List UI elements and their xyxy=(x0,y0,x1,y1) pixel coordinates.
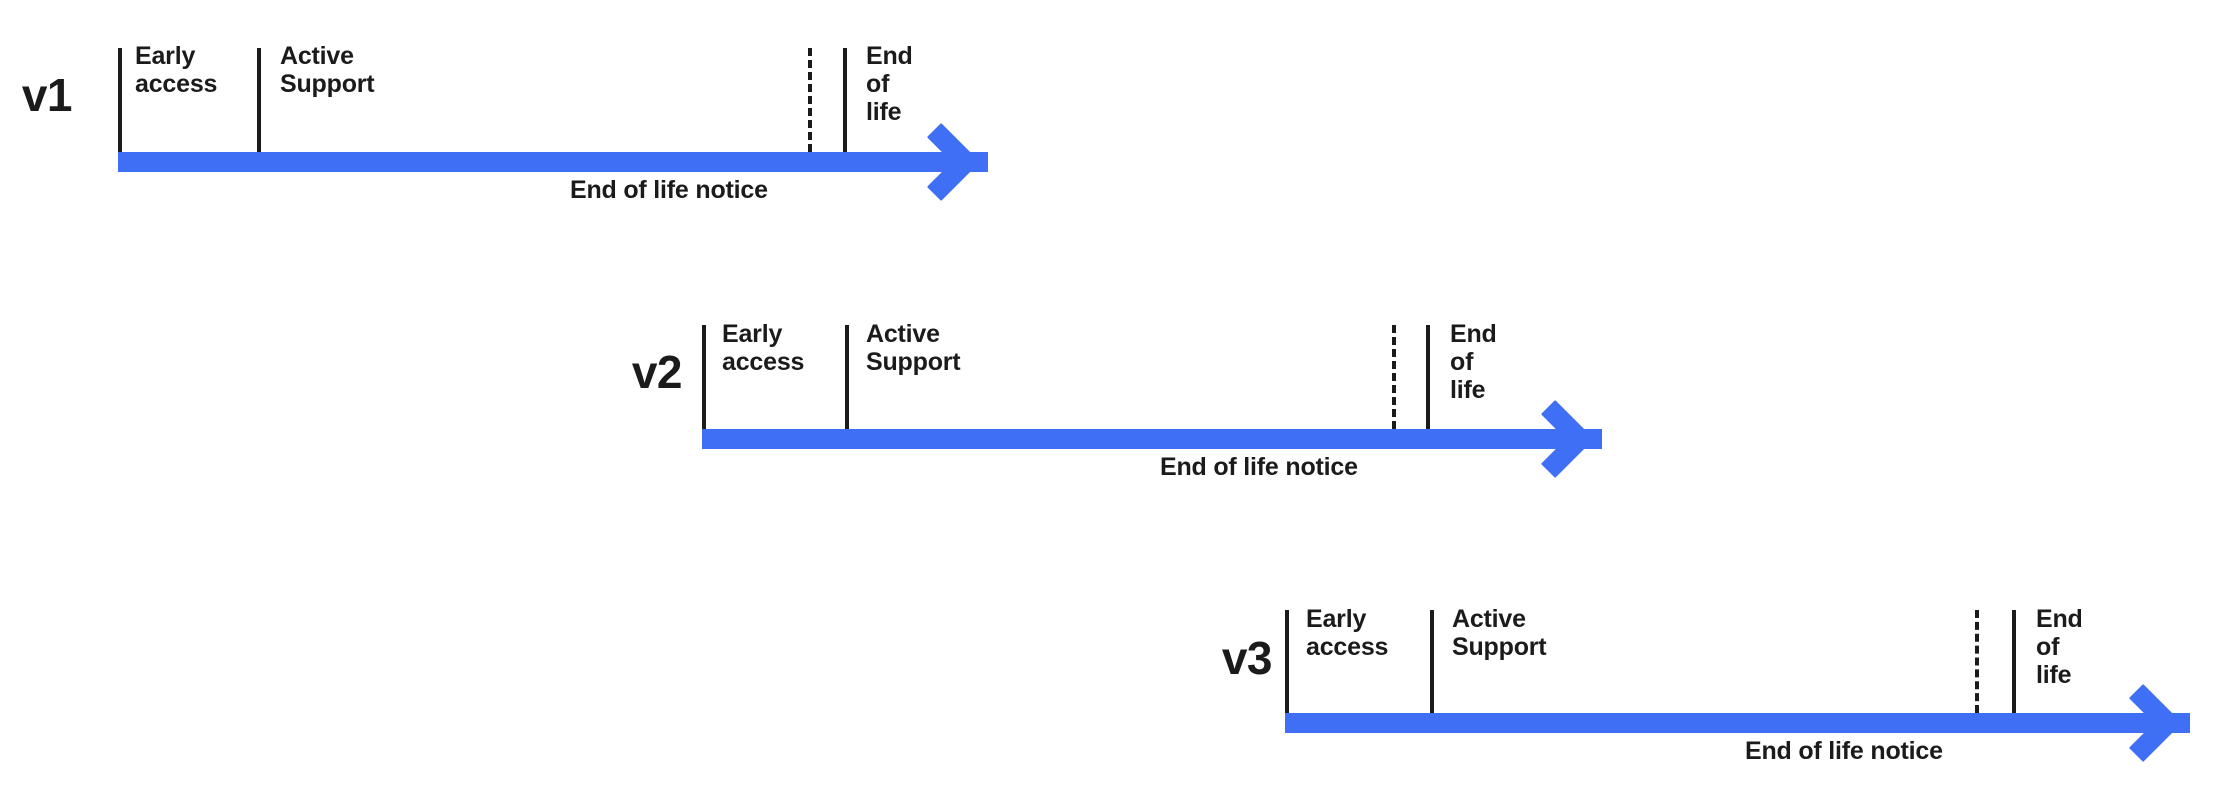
phase-label-early-access-v2: Early access xyxy=(722,320,805,376)
divider-end-of-life-notice-v1 xyxy=(808,48,812,152)
version-label-v1: v1 xyxy=(21,69,73,121)
divider-end-of-life-v2 xyxy=(1426,325,1430,429)
phase-label-end-of-life-v2: End of life xyxy=(1450,320,1497,404)
phase-label-end-of-life-v1: End of life xyxy=(866,42,913,126)
divider-end-of-life-notice-v3 xyxy=(1975,610,1979,713)
phase-label-early-access-v1: Early access xyxy=(135,42,218,98)
version-label-v3: v3 xyxy=(1221,632,1273,684)
divider-active-support-v3 xyxy=(1430,610,1434,713)
phase-label-end-of-life-v3: End of life xyxy=(2036,605,2083,689)
divider-active-support-v1 xyxy=(257,48,261,152)
divider-start-v1 xyxy=(118,48,122,152)
timeline-bar-v1 xyxy=(118,152,988,172)
end-of-life-notice-label-v1: End of life notice xyxy=(570,176,768,204)
divider-end-of-life-notice-v2 xyxy=(1392,325,1396,429)
phase-label-active-support-v2: Active Support xyxy=(866,320,961,376)
divider-start-v2 xyxy=(702,325,706,429)
phase-label-active-support-v3: Active Support xyxy=(1452,605,1547,661)
timeline-bar-v2 xyxy=(702,429,1602,449)
end-of-life-notice-label-v3: End of life notice xyxy=(1745,737,1943,765)
timeline-bar-v3 xyxy=(1285,713,2190,733)
phase-label-active-support-v1: Active Support xyxy=(280,42,375,98)
divider-start-v3 xyxy=(1285,610,1289,713)
divider-end-of-life-v3 xyxy=(2012,610,2016,713)
version-label-v2: v2 xyxy=(631,346,683,398)
divider-active-support-v2 xyxy=(845,325,849,429)
phase-label-early-access-v3: Early access xyxy=(1306,605,1389,661)
divider-end-of-life-v1 xyxy=(843,48,847,152)
end-of-life-notice-label-v2: End of life notice xyxy=(1160,453,1358,481)
